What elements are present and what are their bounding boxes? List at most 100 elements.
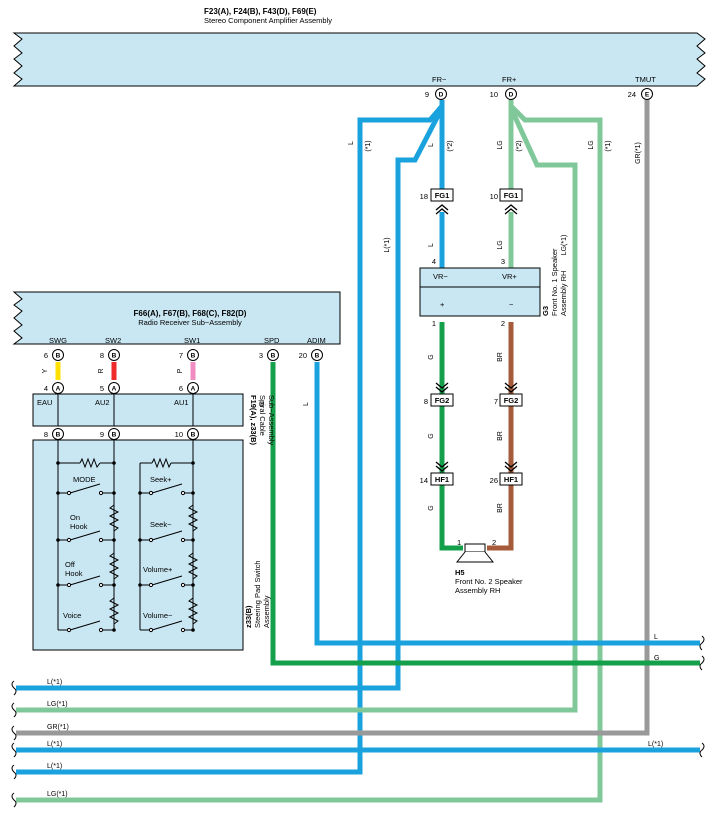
speaker1-term-vrminus: VR− xyxy=(433,272,448,281)
switch-offhook-2: Hook xyxy=(65,569,83,578)
speaker1-term-minus: − xyxy=(509,300,514,309)
svg-text:SWG: SWG xyxy=(49,336,67,345)
speaker1-pin-4: 4 xyxy=(432,257,436,266)
svg-text:6: 6 xyxy=(179,384,183,393)
connector-fg2-left: 8 FG2 xyxy=(424,382,454,407)
amp-name: Stereo Component Amplifier Assembly xyxy=(204,16,332,25)
speaker2-symbol xyxy=(455,543,495,563)
svg-text:BR: BR xyxy=(497,503,504,513)
break-marks-left xyxy=(11,680,17,808)
receiver-title: F66(A), F67(B), F68(C), F82(D) xyxy=(134,309,247,318)
speaker1-label: G3 Front No. 1 Speaker Assembly RH xyxy=(541,248,568,316)
svg-text:GR(*1): GR(*1) xyxy=(635,142,642,164)
svg-text:(*1): (*1) xyxy=(605,140,612,151)
switch-seekminus: Seek− xyxy=(150,520,172,529)
svg-text:B: B xyxy=(271,353,276,360)
svg-text:L: L xyxy=(303,402,310,406)
svg-text:FG1: FG1 xyxy=(435,191,450,200)
svg-text:10: 10 xyxy=(490,90,498,99)
connector-fg2-right: 7 FG2 xyxy=(494,382,523,407)
svg-text:Y: Y xyxy=(42,368,49,373)
svg-text:(*2): (*2) xyxy=(516,140,523,151)
wire-gr xyxy=(16,100,650,736)
receiver-pin-adim: ADIM 20 B xyxy=(299,336,326,361)
spiral-pin-top-1: 4 A xyxy=(44,382,64,394)
svg-text:7: 7 xyxy=(494,397,498,406)
spiral-term-au2: AU2 xyxy=(95,398,110,407)
receiver-pin-swg: SWG 6 B xyxy=(44,336,67,361)
svg-text:G: G xyxy=(654,655,659,662)
speaker2-name2: Assembly RH xyxy=(455,586,500,595)
switch-onhook-1: On xyxy=(70,513,80,522)
svg-text:L: L xyxy=(428,243,435,247)
svg-text:LG(*1): LG(*1) xyxy=(47,701,68,708)
speaker1-pin-2: 2 xyxy=(501,319,505,328)
svg-text:Assembly RH: Assembly RH xyxy=(559,271,568,316)
spiral-term-eau: EAU xyxy=(37,398,52,407)
svg-text:B: B xyxy=(191,432,196,439)
spiral-label: F19(A), z33(B) Spiral Cable Sub−Assembly xyxy=(249,395,276,446)
svg-text:LG: LG xyxy=(497,140,504,149)
switch-voice: Voice xyxy=(63,611,81,620)
svg-text:24: 24 xyxy=(628,90,636,99)
wire-spd xyxy=(270,362,700,666)
receiver-box xyxy=(12,291,341,345)
wire-lg-1-a xyxy=(16,104,603,803)
svg-text:(*2): (*2) xyxy=(447,140,454,151)
svg-text:B: B xyxy=(56,353,61,360)
switch-volumeminus: Volume− xyxy=(143,611,173,620)
amplifier-box xyxy=(12,32,706,87)
svg-text:LG: LG xyxy=(497,240,504,249)
svg-text:L: L xyxy=(428,143,435,147)
connector-hf1-left: 14 HF1 xyxy=(420,461,454,486)
wire-g-speaker xyxy=(439,322,463,551)
svg-text:G: G xyxy=(428,433,435,438)
receiver-name: Radio Receiver Sub−Assembly xyxy=(138,318,242,327)
speaker1-term-plus: + xyxy=(440,300,445,309)
switch-mode: MODE xyxy=(73,475,96,484)
svg-text:BR: BR xyxy=(497,352,504,362)
svg-text:D: D xyxy=(439,92,444,99)
spiral-pin-bottom-3: 10 B xyxy=(175,428,199,440)
svg-text:9: 9 xyxy=(100,430,104,439)
svg-text:BR: BR xyxy=(497,431,504,441)
svg-text:D: D xyxy=(509,92,514,99)
amp-pin-frminus: FR− 9 D xyxy=(425,75,447,100)
svg-text:B: B xyxy=(112,432,117,439)
svg-text:FR−: FR− xyxy=(432,75,447,84)
spiral-pin-top-3: 6 A xyxy=(179,382,199,394)
spiral-pin-bottom-1: 8 B xyxy=(44,428,64,440)
svg-text:Sub−Assembly: Sub−Assembly xyxy=(267,395,276,445)
spiral-pin-top-2: 5 A xyxy=(100,382,120,394)
svg-text:A: A xyxy=(56,386,61,393)
speaker1-pin-3: 3 xyxy=(501,257,505,266)
svg-text:A: A xyxy=(191,386,196,393)
svg-text:Steering Pad Switch: Steering Pad Switch xyxy=(253,560,262,628)
wire-labels: Y R P G L L (*1) L (*2) LG (*2) LG (*1) … xyxy=(42,140,642,513)
svg-text:20: 20 xyxy=(299,351,307,360)
svg-text:7: 7 xyxy=(179,351,183,360)
connector-fg1-left: 18 FG1 xyxy=(420,188,454,215)
speaker2-pin-2: 2 xyxy=(492,538,496,547)
spiral-term-au1: AU1 xyxy=(174,398,189,407)
svg-text:L(*1): L(*1) xyxy=(648,741,663,748)
svg-text:8: 8 xyxy=(44,430,48,439)
wire-lg-1-b xyxy=(16,106,578,713)
speaker2-name1: Front No. 2 Speaker xyxy=(455,577,523,586)
svg-text:FG2: FG2 xyxy=(435,396,450,405)
svg-text:z33(B): z33(B) xyxy=(244,605,253,628)
svg-text:L(*1): L(*1) xyxy=(47,741,62,748)
amp-pin-frplus: FR+ 10 D xyxy=(490,75,517,100)
svg-text:F19(A), z33(B): F19(A), z33(B) xyxy=(249,395,258,446)
svg-text:TMUT: TMUT xyxy=(635,75,656,84)
svg-text:G: G xyxy=(428,505,435,510)
wire-l-1-b xyxy=(16,106,445,691)
svg-text:L: L xyxy=(348,141,355,145)
break-marks-right xyxy=(699,635,705,758)
speaker2-pin-1: 1 xyxy=(457,538,461,547)
svg-text:Front No. 1 Speaker: Front No. 1 Speaker xyxy=(550,248,559,316)
svg-text:L(*1): L(*1) xyxy=(384,237,391,252)
svg-text:B: B xyxy=(112,353,117,360)
svg-text:FR+: FR+ xyxy=(502,75,517,84)
svg-text:HF1: HF1 xyxy=(435,475,449,484)
